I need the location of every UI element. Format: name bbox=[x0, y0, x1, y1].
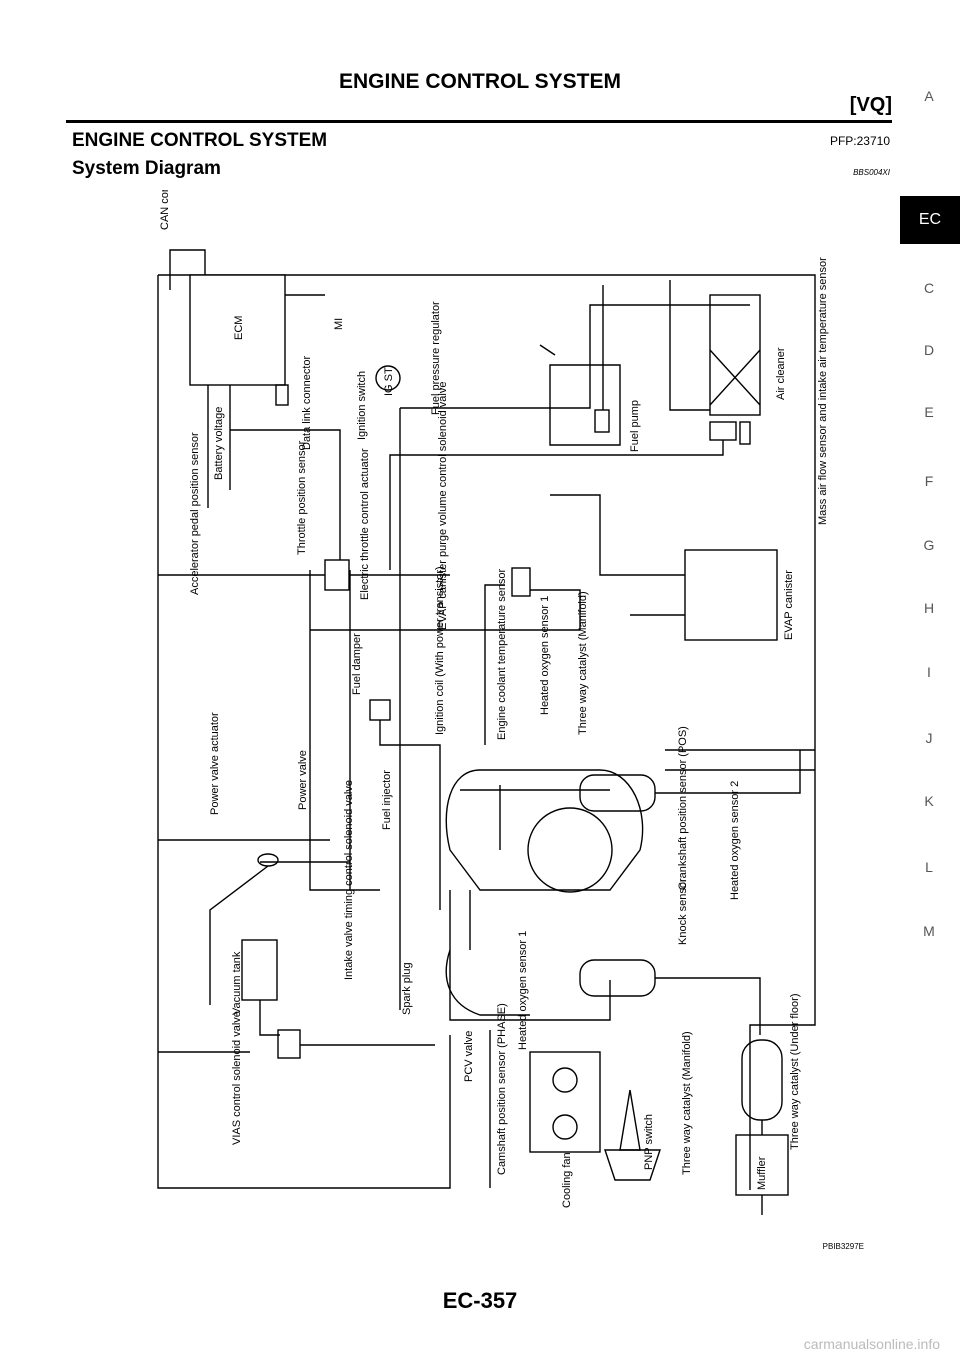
sidebar-item-k[interactable]: K bbox=[924, 793, 934, 809]
header-subtitle: [VQ] bbox=[849, 94, 892, 116]
sidebar-item-l[interactable]: L bbox=[925, 859, 933, 875]
label-crank-sensor: Crankshaft position sensor (POS) bbox=[677, 726, 689, 890]
sidebar-item-i[interactable]: I bbox=[927, 664, 931, 680]
sidebar-item-e[interactable]: E bbox=[924, 404, 934, 420]
label-ivt-valve: Intake valve timing control solenoid val… bbox=[343, 780, 355, 980]
label-twc-underfloor: Three way catalyst (Under floor) bbox=[789, 994, 801, 1151]
label-fuel-damper: Fuel damper bbox=[351, 633, 363, 695]
label-can: CAN communication bbox=[159, 190, 171, 230]
label-ignition-switch: Ignition switch bbox=[356, 371, 368, 440]
label-ho2s1: Heated oxygen sensor 1 bbox=[539, 596, 551, 715]
label-fuel-pump: Fuel pump bbox=[629, 400, 641, 452]
sidebar-item-d[interactable]: D bbox=[923, 342, 935, 358]
sidebar-item-a[interactable]: A bbox=[924, 88, 934, 104]
label-evap-canister: EVAP canister bbox=[783, 570, 795, 640]
label-data-link: Data link connector bbox=[301, 356, 313, 450]
label-knock: Knock sensor bbox=[677, 878, 689, 945]
diagram-wiring bbox=[157, 249, 816, 1215]
label-muffler: Muffler bbox=[756, 1156, 768, 1190]
label-ign-marks: IG ST bbox=[383, 367, 395, 396]
sidebar-item-f[interactable]: F bbox=[924, 473, 934, 489]
watermark: carmanualsonline.info bbox=[803, 1336, 940, 1352]
label-power-valve-actuator: Power valve actuator bbox=[209, 712, 221, 815]
label-ignition-coil: Ignition coil (With power transistor) bbox=[434, 566, 446, 735]
label-spark-plug: Spark plug bbox=[401, 962, 413, 1015]
sidebar-item-h[interactable]: H bbox=[923, 600, 935, 616]
label-air-cleaner: Air cleaner bbox=[775, 347, 787, 400]
label-fuel-injector: Fuel injector bbox=[381, 770, 393, 830]
label-maf: Mass air flow sensor and intake air temp… bbox=[817, 257, 829, 525]
sidebar-item-g[interactable]: G bbox=[923, 537, 935, 553]
sidebar-item-j[interactable]: J bbox=[925, 730, 933, 746]
label-vias: VIAS control solenoid valve bbox=[231, 1011, 243, 1145]
sidebar-item-c[interactable]: C bbox=[923, 280, 935, 296]
label-ho2s1-bottom: Heated oxygen sensor 1 bbox=[517, 931, 529, 1050]
label-mi: MI bbox=[333, 318, 345, 330]
label-etc-actuator: Electric throttle control actuator bbox=[359, 448, 371, 600]
label-twc-manifold-top: Three way catalyst (Manifold) bbox=[577, 591, 589, 735]
label-twc-manifold-bottom: Three way catalyst (Manifold) bbox=[681, 1031, 693, 1175]
label-app-sensor: Accelerator pedal position sensor bbox=[189, 432, 201, 595]
label-ecm: ECM bbox=[233, 316, 245, 340]
label-pnp: PNP switch bbox=[643, 1114, 655, 1170]
label-pcv: PCV valve bbox=[463, 1031, 475, 1082]
diagram-svg: CAN communication ECM MI Data link conne… bbox=[157, 190, 829, 1215]
diagram-labels: CAN communication ECM MI Data link conne… bbox=[159, 190, 829, 1208]
header-rule bbox=[66, 120, 892, 123]
sidebar-item-m[interactable]: M bbox=[923, 923, 935, 939]
label-tps: Throttle position sensor bbox=[296, 440, 308, 555]
label-evap-valve: EVAP canister purge volume control solen… bbox=[437, 382, 449, 630]
header-title: ENGINE CONTROL SYSTEM bbox=[339, 70, 621, 93]
label-cooling-fan: Cooling fan bbox=[561, 1152, 573, 1208]
section-title: ENGINE CONTROL SYSTEM bbox=[72, 130, 328, 151]
label-ho2s2: Heated oxygen sensor 2 bbox=[729, 781, 741, 900]
system-diagram: CAN communication ECM MI Data link conne… bbox=[150, 190, 850, 1220]
label-fuel-pressure-regulator: Fuel pressure regulator bbox=[430, 301, 442, 415]
subsection-code: BBS004XI bbox=[853, 168, 890, 177]
label-ect-sensor: Engine coolant temperature sensor bbox=[496, 568, 508, 740]
section-code: PFP:23710 bbox=[829, 134, 890, 148]
label-battery: Battery voltage bbox=[213, 407, 225, 480]
subsection-title: System Diagram bbox=[72, 158, 221, 179]
label-vacuum-tank: Vacuum tank bbox=[231, 951, 243, 1015]
label-power-valve: Power valve bbox=[297, 750, 309, 810]
sidebar-item-ec[interactable]: EC bbox=[900, 196, 960, 244]
page-number: EC-357 bbox=[442, 1288, 518, 1313]
label-cam-sensor: Camshaft position sensor (PHASE) bbox=[496, 1003, 508, 1175]
figure-id: PBIB3297E bbox=[822, 1242, 864, 1251]
